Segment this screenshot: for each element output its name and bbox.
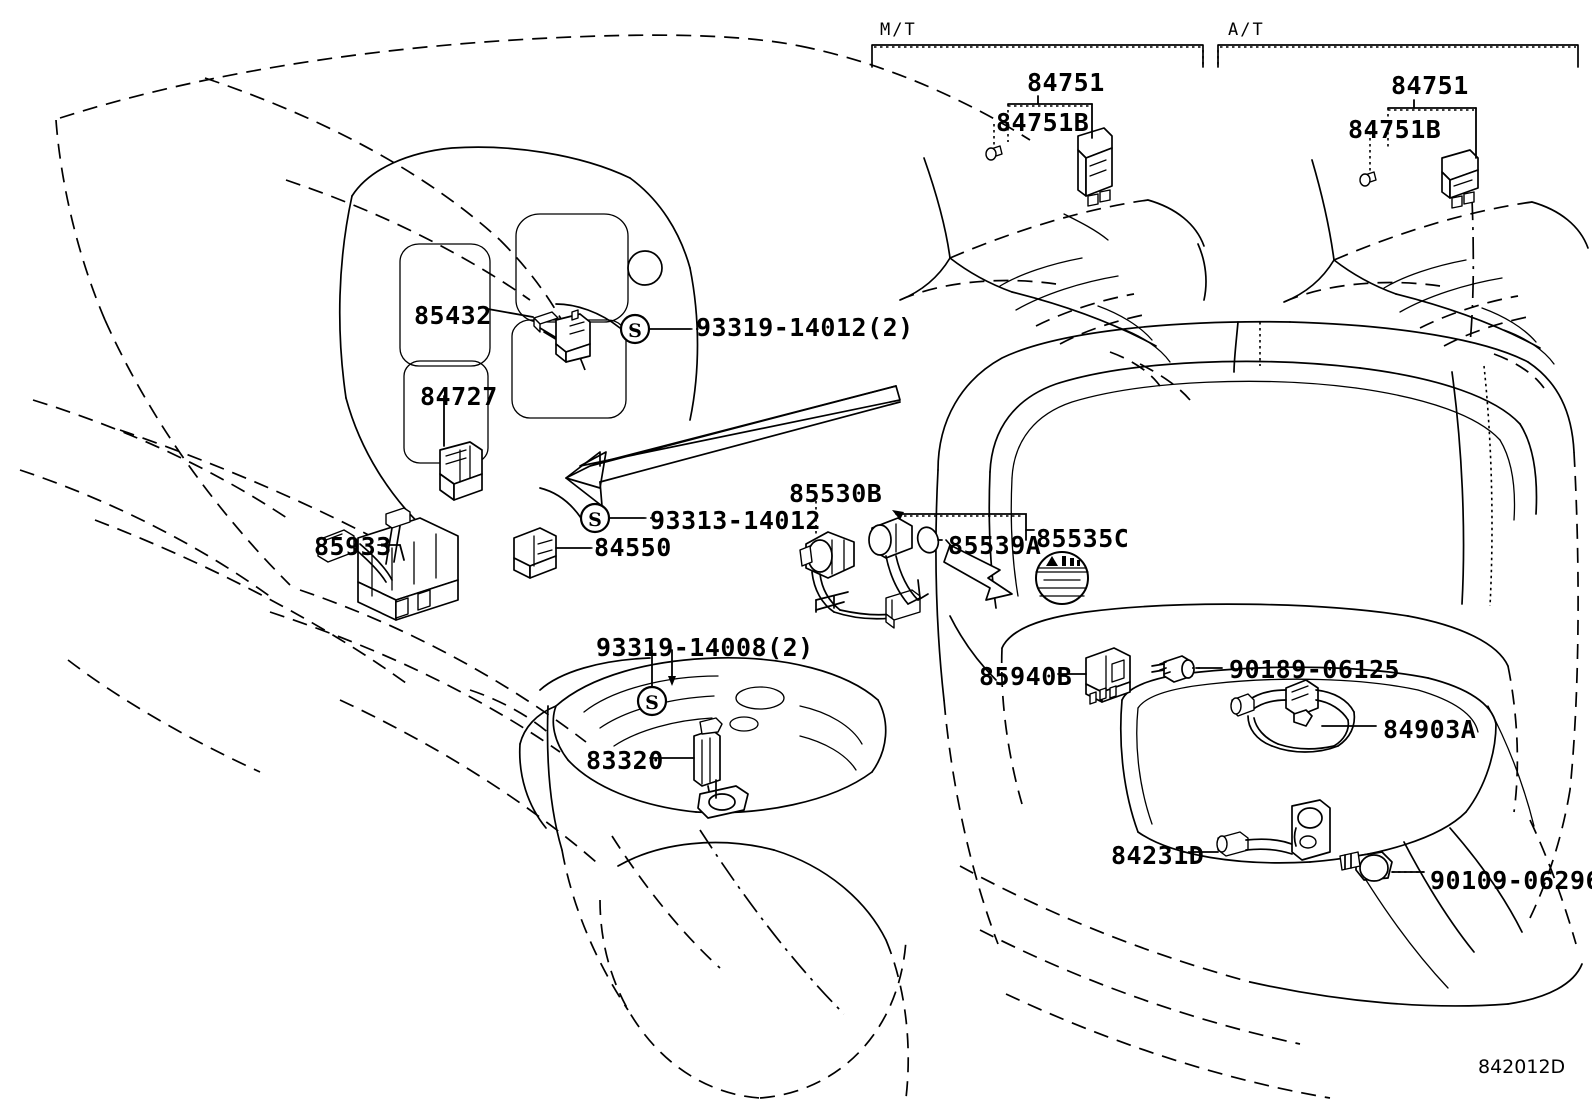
callout-85539A: 85539A [948,531,1042,560]
callout-83320: 83320 [586,746,664,775]
part-85940B-assembly [1085,647,1131,705]
vehicle-cabin-outline [67,146,699,773]
svg-text:S: S [588,509,602,531]
callout-84751B-at: 84751B [1348,115,1442,144]
part-85535C-assembly [868,510,1035,605]
part-84231D-assembly [1216,799,1331,861]
part-84903A-assembly [1230,679,1356,753]
part-85530B-assembly [799,531,921,629]
s-marker-93319-14008: S [636,685,668,717]
spare-tire-well-area [469,656,887,829]
s-marker-93313-14012: S [579,502,611,534]
part-85432-assembly [533,309,591,363]
callout-90109-06296: 90109-06296 [1430,866,1592,895]
callout-93313-14012: 93313-14012 [650,506,822,535]
s-marker-93319-14012: S [619,313,651,345]
vehicle-rear-tailgate [935,320,1583,1099]
callout-84751B-mt: 84751B [996,108,1090,137]
callout-85432: 85432 [414,301,492,330]
callout-84550: 84550 [594,533,672,562]
exploded-view-arrow-right [943,544,1013,601]
vehicle-lower-body [299,589,910,1099]
s-markers: S S S [579,313,668,717]
callout-84751-mt: 84751 [1027,68,1105,97]
part-84550-assembly [513,527,557,579]
callout-93319-14008: 93319-14008(2) [596,633,814,662]
callout-84751-at: 84751 [1391,71,1469,100]
section-label-mt: M/T [880,20,917,40]
section-label-at: A/T [1228,20,1265,40]
detail-badge-emblem [1035,551,1089,605]
callout-84231D: 84231D [1111,841,1205,870]
at-console-illustration [1283,149,1589,389]
callout-93319-14012: 93319-14012(2) [696,313,914,342]
callout-85530B: 85530B [789,479,883,508]
part-83320-assembly [693,717,749,819]
vehicle-roof-outline [19,34,1031,601]
svg-text:S: S [645,692,659,714]
callout-85940B: 85940B [979,662,1073,691]
exploded-view-arrow-left [565,385,901,507]
part-85933-assembly [317,507,459,621]
callout-85535C: 85535C [1036,524,1130,553]
part-90109-06296-bolt [1339,851,1393,882]
callout-84727: 84727 [420,382,498,411]
callout-90189-06125: 90189-06125 [1229,655,1401,684]
part-90189-06125-screw [1151,655,1195,683]
section-brackets [871,44,1579,68]
callout-84903A: 84903A [1383,715,1477,744]
svg-text:S: S [628,320,642,342]
part-84727-assembly [439,441,483,501]
diagram-id-code: 842012D [1478,1056,1566,1078]
leader-lines [377,95,1477,873]
callout-85933: 85933 [314,532,392,561]
mt-console-illustration [899,127,1207,401]
